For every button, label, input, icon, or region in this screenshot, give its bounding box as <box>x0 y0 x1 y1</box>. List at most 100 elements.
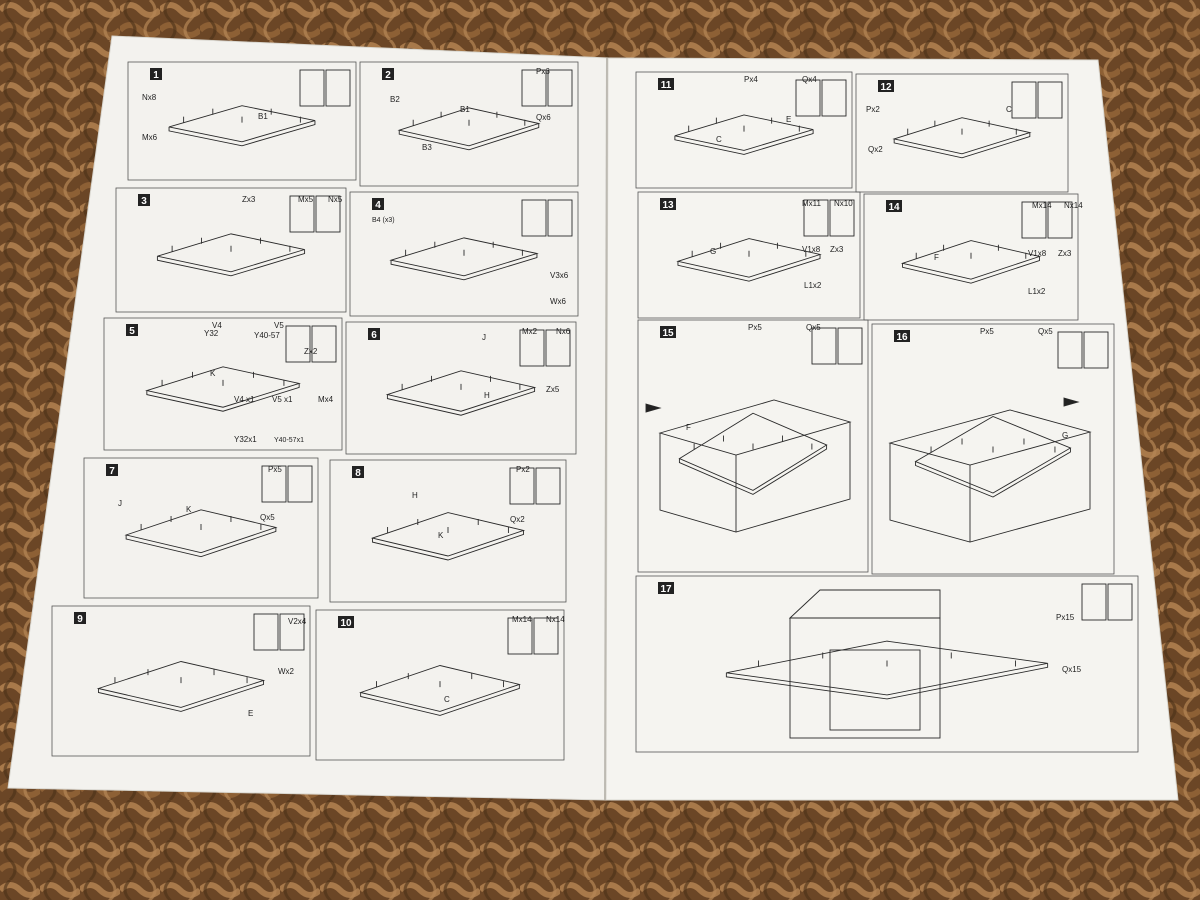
part-label: Px5 <box>980 327 994 336</box>
step-number-badge <box>352 466 364 478</box>
part-label: Zx3 <box>830 245 844 254</box>
part-label: V2x4 <box>288 617 307 626</box>
hardware-callout-box <box>547 69 573 107</box>
part-label: K <box>186 505 192 514</box>
board-edge-drawing <box>674 129 814 155</box>
part-label: J <box>482 333 486 342</box>
hardware-callout-box <box>1037 81 1063 119</box>
hardware-callout-box <box>325 69 351 107</box>
part-label: Qx2 <box>510 515 525 524</box>
part-label: Px5 <box>748 323 762 332</box>
step-number-badge <box>126 324 138 336</box>
part-label: Px6 <box>536 67 550 76</box>
part-label: C <box>1006 105 1012 114</box>
part-label: Px2 <box>516 465 530 474</box>
part-label: Mx11 <box>802 199 822 208</box>
part-label: V3x6 <box>550 271 569 280</box>
step-panel <box>103 317 343 451</box>
step-number-badge <box>894 330 910 342</box>
part-label: Mx5 <box>298 195 314 204</box>
part-label: V1x8 <box>802 245 821 254</box>
step-number: 4 <box>375 200 381 211</box>
step-panel <box>127 61 357 181</box>
hardware-callout-box <box>521 69 547 107</box>
part-label: G <box>1062 431 1068 440</box>
part-label: V5 x1 <box>272 395 293 404</box>
direction-arrow-icon <box>1063 397 1080 407</box>
part-label: B1 <box>258 112 268 121</box>
hardware-callout-box <box>287 465 313 503</box>
hardware-callout-box <box>285 325 311 363</box>
step-number-badge <box>338 616 354 628</box>
step-number: 15 <box>662 328 674 339</box>
hardware-callout-box <box>507 617 533 655</box>
part-label: V1x8 <box>1028 249 1047 258</box>
step-number-badge <box>382 68 394 80</box>
part-label: Nx14 <box>1064 201 1083 210</box>
step-panel <box>349 191 579 317</box>
part-label: Zx2 <box>304 347 318 356</box>
part-label: Nx6 <box>556 327 571 336</box>
hardware-callout-box <box>261 465 287 503</box>
step-number: 8 <box>355 468 361 479</box>
step-number-badge <box>886 200 902 212</box>
step-panel <box>637 319 869 573</box>
step-number: 9 <box>77 614 83 625</box>
part-label: C <box>444 695 450 704</box>
hardware-callout-box <box>315 195 341 233</box>
hardware-callout-box <box>1107 583 1133 621</box>
part-label: Mx14 <box>1032 201 1052 210</box>
part-label: Px15 <box>1056 613 1075 622</box>
step-number: 11 <box>661 80 672 91</box>
part-label: Mx4 <box>318 395 334 404</box>
step-panel <box>359 61 579 187</box>
hardware-callout-box <box>519 329 545 367</box>
hardware-callout-box <box>521 199 547 237</box>
part-label: E <box>248 709 253 718</box>
step-number-badge <box>106 464 118 476</box>
part-label: Zx3 <box>242 195 256 204</box>
right-page <box>605 57 1179 801</box>
hardware-callout-box <box>1047 201 1073 239</box>
part-label: J <box>118 499 122 508</box>
part-label: E <box>786 115 791 124</box>
board-edge-drawing <box>390 253 538 281</box>
hardware-callout-box <box>547 199 573 237</box>
part-label: Nx5 <box>328 195 343 204</box>
hardware-callout-box <box>837 327 863 365</box>
step-panel <box>83 457 319 599</box>
part-label: Y40-57 <box>254 331 280 340</box>
finished-cabinet-opening <box>829 649 921 731</box>
step-panel <box>855 73 1069 193</box>
part-label: Qx5 <box>1038 327 1053 336</box>
part-label: Px2 <box>866 105 880 114</box>
board-edge-drawing <box>156 249 306 277</box>
part-label: Mx2 <box>522 327 538 336</box>
hardware-callout-box <box>1081 583 1107 621</box>
hardware-callout-box <box>803 199 829 237</box>
hardware-callout-box <box>1083 331 1109 369</box>
hardware-callout-box <box>1011 81 1037 119</box>
part-label: H <box>412 491 418 500</box>
part-label: G <box>710 247 716 256</box>
part-label: Zx5 <box>546 385 560 394</box>
step-number: 3 <box>141 196 147 207</box>
step-panel <box>635 575 1139 753</box>
booklet-spine <box>604 57 608 801</box>
part-label: Px5 <box>268 465 282 474</box>
part-label: F <box>686 423 691 432</box>
step-panel <box>315 609 565 761</box>
part-label: Mx6 <box>142 133 158 142</box>
step-panel <box>635 71 853 189</box>
part-label: B2 <box>390 95 400 104</box>
board-edge-drawing <box>915 448 1071 498</box>
part-label: Zx3 <box>1058 249 1072 258</box>
hardware-callout-box <box>299 69 325 107</box>
hardware-callout-box <box>1021 201 1047 239</box>
step-panel <box>51 605 311 757</box>
step-number: 14 <box>888 202 900 213</box>
direction-arrow-icon <box>645 403 662 413</box>
step-number: 12 <box>880 82 892 93</box>
step-number-badge <box>878 80 894 92</box>
part-label: V4 x1 <box>234 395 255 404</box>
